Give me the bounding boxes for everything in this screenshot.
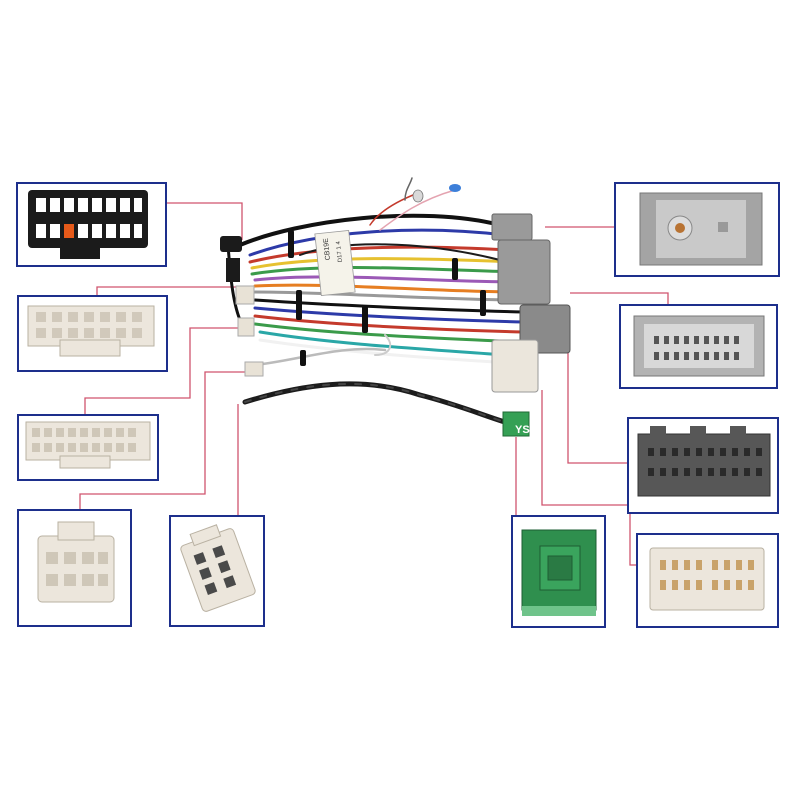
panel-dark-gray-28pin	[627, 417, 779, 514]
harness-label-line-2: D17 1 4	[336, 240, 344, 262]
harness-label-tag: CB19E D17 1 4	[314, 229, 356, 297]
watermark-text: YS	[515, 424, 530, 436]
panel-white-20pin	[17, 295, 168, 372]
inline-fuse-tip	[412, 184, 461, 203]
panel-white-6pin	[169, 515, 265, 627]
panel-white-24pin	[17, 414, 159, 481]
panel-gray-24pin	[619, 304, 778, 389]
harness-connectors	[220, 213, 571, 437]
leader-line-iso	[166, 202, 243, 240]
leader-line-dark-28pin	[567, 345, 628, 464]
panel-white-16pin	[636, 533, 779, 628]
leader-line-gray-24pin	[570, 292, 669, 305]
panel-iso-black-16pin	[16, 182, 167, 267]
panel-white-8pin	[17, 509, 132, 627]
zip-ties	[288, 230, 486, 366]
leader-lines	[79, 202, 669, 566]
panel-green-2pin	[511, 515, 606, 628]
harness-label-line-1: CB19E	[323, 237, 332, 260]
panel-gray-antenna	[614, 182, 780, 277]
leader-line-white-24pin	[84, 327, 240, 415]
antenna-plug	[220, 236, 242, 252]
leader-line-white-8pin	[79, 371, 250, 510]
harness-wires	[226, 177, 527, 428]
